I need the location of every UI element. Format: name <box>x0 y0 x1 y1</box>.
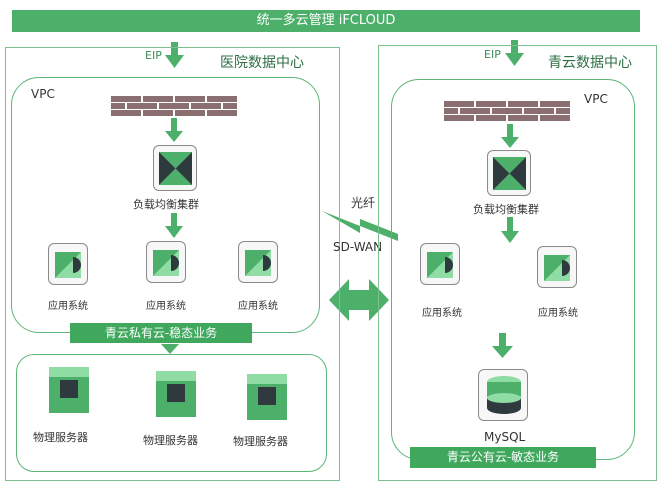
right-datacenter-zone <box>378 45 657 481</box>
right-lb-arrow <box>501 217 519 243</box>
sdwan-label: SD-WAN <box>333 240 383 254</box>
left-lb-arrow <box>165 213 183 238</box>
server-icon-2 <box>156 371 196 417</box>
title-banner: 统一多云管理 iFCLOUD <box>12 10 640 32</box>
mysql-label: MySQL <box>484 430 526 444</box>
right-eip-arrow <box>505 40 524 66</box>
left-eip-arrow <box>165 42 184 68</box>
left-app-icon-2 <box>146 241 186 283</box>
left-app-label-2: 应用系统 <box>146 301 186 312</box>
left-app-label-1: 应用系统 <box>48 301 88 312</box>
title-text: 统一多云管理 iFCLOUD <box>256 13 396 28</box>
fiber-lightning <box>322 211 398 241</box>
left-app-icon-3 <box>238 241 278 283</box>
right-eip-label: EIP <box>484 48 501 61</box>
left-datacenter-zone <box>5 47 340 481</box>
left-eip-label: EIP <box>145 49 162 62</box>
left-app-label-3: 应用系统 <box>238 301 278 312</box>
right-app-label-2: 应用系统 <box>538 308 578 319</box>
right-load-balancer-label: 负载均衡集群 <box>473 203 539 216</box>
right-zone-title: 青云数据中心 <box>548 55 632 71</box>
left-vpc-label: VPC <box>31 87 55 101</box>
left-zone-title: 医院数据中心 <box>220 55 304 71</box>
fiber-label: 光纤 <box>351 196 376 210</box>
sdwan-double-arrow <box>329 279 389 321</box>
left-fw-arrow <box>165 118 183 142</box>
right-app-icon-1 <box>420 243 460 285</box>
right-load-balancer-icon <box>487 150 531 196</box>
mysql-database-icon <box>478 369 528 421</box>
right-db-arrow <box>492 333 513 358</box>
left-load-balancer-icon <box>153 145 197 191</box>
right-app-label-1: 应用系统 <box>422 308 462 319</box>
right-app-icon-2 <box>537 246 577 288</box>
server-label-3: 物理服务器 <box>233 435 288 448</box>
server-icon-3 <box>247 374 287 420</box>
server-label-2: 物理服务器 <box>143 434 198 447</box>
server-icon-1 <box>49 367 89 413</box>
right-public-cloud-bar: 青云公有云-敏态业务 <box>410 447 596 468</box>
right-fw-arrow <box>501 124 519 148</box>
right-vpc-label: VPC <box>584 92 608 106</box>
server-label-1: 物理服务器 <box>33 431 88 444</box>
right-firewall-icon <box>444 101 570 121</box>
left-private-cloud-bar: 青云私有云-稳态业务 <box>70 323 252 343</box>
left-load-balancer-label: 负载均衡集群 <box>133 198 199 211</box>
left-firewall-icon <box>111 96 237 116</box>
left-app-icon-1 <box>48 243 88 285</box>
left-bar-arrow <box>161 344 179 354</box>
left-server-box <box>16 354 327 472</box>
